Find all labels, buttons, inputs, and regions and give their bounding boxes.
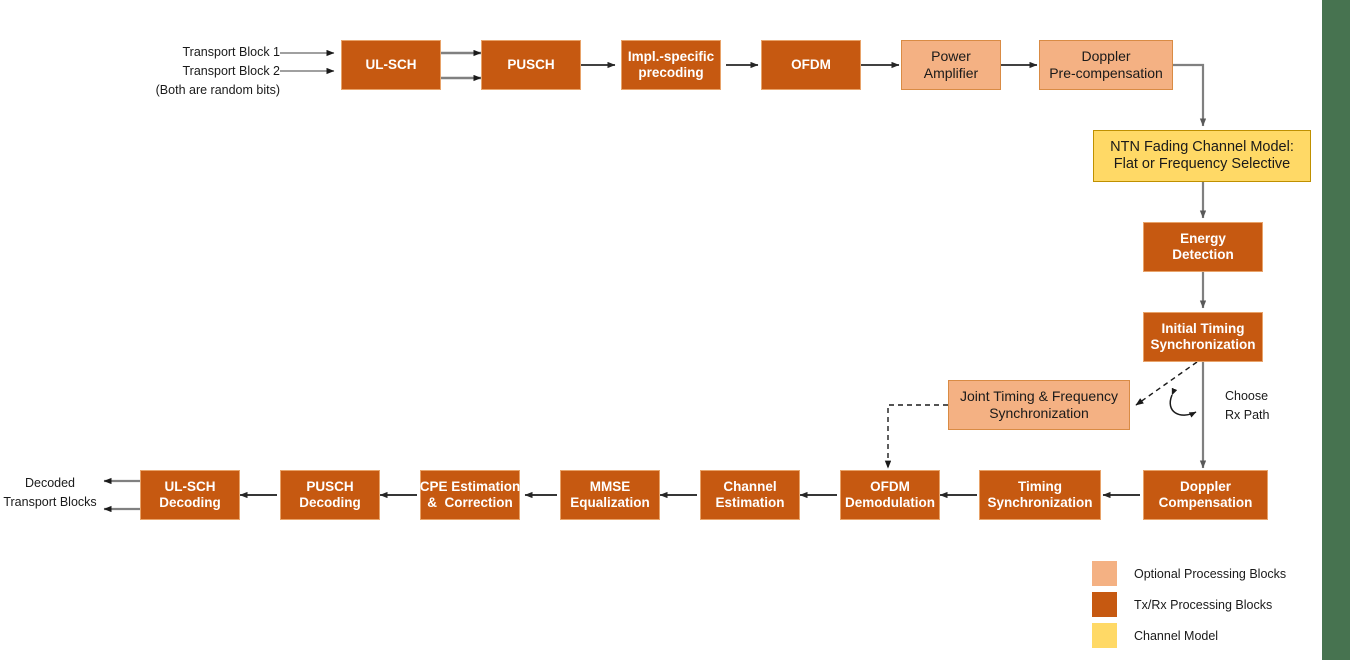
block-channel-estimation[interactable]: Channel Estimation (700, 470, 800, 520)
input-label-transport-block-2: Transport Block 2 (182, 64, 281, 78)
block-energy-detection[interactable]: Energy Detection (1143, 222, 1263, 272)
legend-swatch-channel-model (1092, 623, 1117, 648)
block-mmse-equalization[interactable]: MMSE Equalization (560, 470, 660, 520)
block-ofdm-demodulation[interactable]: OFDM Demodulation (840, 470, 940, 520)
legend: Optional Processing Blocks Tx/Rx Process… (1092, 558, 1286, 651)
block-ul-sch[interactable]: UL-SCH (341, 40, 441, 90)
legend-label-optional: Optional Processing Blocks (1134, 566, 1287, 581)
legend-item-channel-model: Channel Model (1092, 620, 1286, 651)
legend-label-channel-model: Channel Model (1134, 628, 1219, 643)
legend-item-optional: Optional Processing Blocks (1092, 558, 1286, 589)
block-cpe-estimation-correction[interactable]: CPE Estimation & Correction (420, 470, 520, 520)
block-ul-sch-decoding[interactable]: UL-SCH Decoding (140, 470, 240, 520)
block-timing-synchronization[interactable]: Timing Synchronization (979, 470, 1101, 520)
annotation-choose-rx-path: Choose Rx Path (1225, 389, 1270, 423)
block-power-amplifier[interactable]: Power Amplifier (901, 40, 1001, 90)
input-label-transport-block-1: Transport Block 1 (182, 45, 281, 59)
legend-item-tx-rx: Tx/Rx Processing Blocks (1092, 589, 1286, 620)
legend-swatch-tx-rx (1092, 592, 1117, 617)
block-initial-timing-synchronization[interactable]: Initial Timing Synchronization (1143, 312, 1263, 362)
legend-swatch-optional (1092, 561, 1117, 586)
block-joint-timing-frequency-synchronization[interactable]: Joint Timing & Frequency Synchronization (948, 380, 1130, 430)
block-doppler-pre-compensation[interactable]: Doppler Pre-compensation (1039, 40, 1173, 90)
input-label-random-bits-note: (Both are random bits) (155, 83, 280, 97)
block-ntn-fading-channel-model[interactable]: NTN Fading Channel Model: Flat or Freque… (1093, 130, 1311, 182)
block-doppler-compensation[interactable]: Doppler Compensation (1143, 470, 1268, 520)
block-impl-specific-precoding[interactable]: Impl.-specific precoding (621, 40, 721, 90)
right-side-band (1322, 0, 1350, 660)
legend-label-tx-rx: Tx/Rx Processing Blocks (1134, 597, 1273, 612)
block-pusch-decoding[interactable]: PUSCH Decoding (280, 470, 380, 520)
block-ofdm[interactable]: OFDM (761, 40, 861, 90)
output-label-decoded-transport-blocks: Decoded Transport Blocks (3, 476, 97, 510)
block-pusch[interactable]: PUSCH (481, 40, 581, 90)
